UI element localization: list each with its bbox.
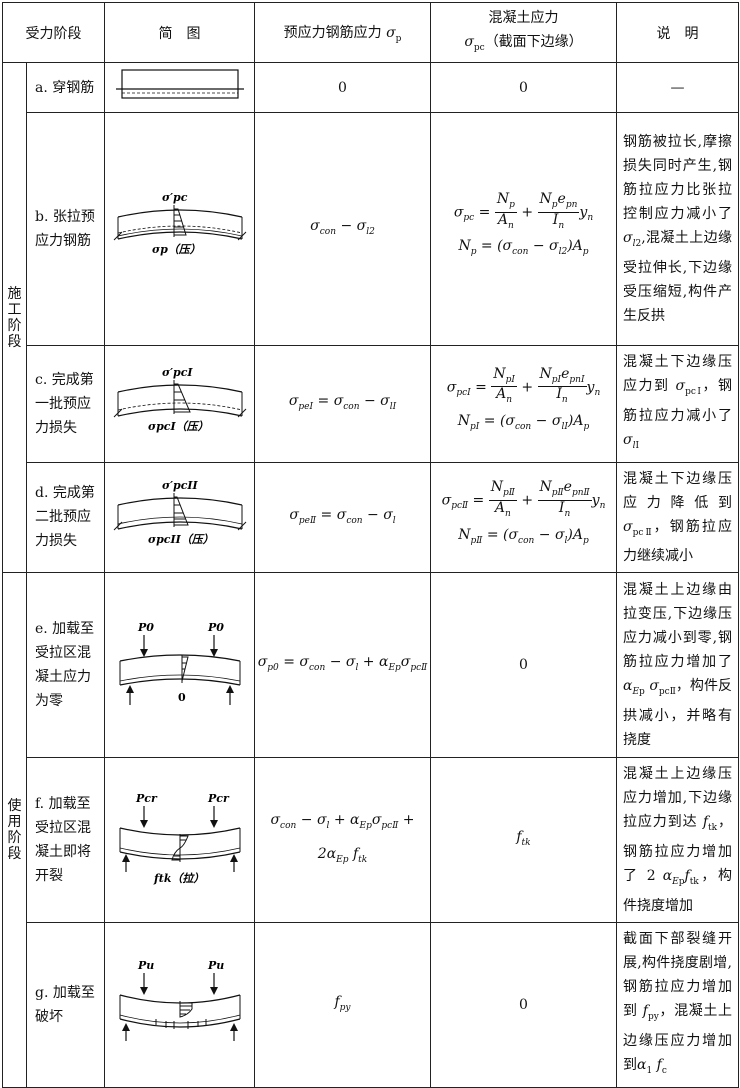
diagram-d: σ′pcII σpcII（压） [104, 461, 255, 574]
note-text: 混凝土下边缘压应力到 σpcⅠ，钢筋拉应力减小了 σlⅠ [616, 345, 739, 463]
table-row: b. 张拉预应力钢筋 σ′pc σp（压） σcon − σl2 σpc = N… [3, 112, 739, 346]
steel-stress-formula: σcon − σl2 [254, 112, 431, 346]
note-text: — [616, 62, 739, 113]
steel-stress-formula: fpy [254, 921, 431, 1088]
stage-label: a. 穿钢筋 [26, 62, 105, 113]
steel-stress-formula: σp0 = σcon − σl + αEpσpcⅡ [254, 572, 431, 759]
diagram-d-bottom-label: σpcII（压） [148, 533, 214, 546]
steel-stress-formula: σpeⅡ = σcon − σl [254, 461, 431, 574]
diagram-e: P0 P0 0 [104, 572, 255, 759]
diagram-d-top-label: σ′pcII [162, 479, 199, 492]
diagram-a [104, 62, 255, 113]
table-row: 使用阶段 e. 加载至受拉区混凝土应力为零 P0 P0 0 σp0 = σcon… [2, 572, 739, 1088]
table-row: 施工阶段 a. 穿钢筋 0 0 — [2, 61, 739, 574]
diagram-b: σ′pc σp（压） [104, 112, 255, 346]
diagram-c-bottom-label: σpcI（压） [148, 420, 209, 433]
diagram-e-zero: 0 [178, 691, 186, 704]
header-steel-stress: 预应力钢筋应力 σp [254, 2, 431, 63]
diagram-g-load-left: Pu [137, 959, 154, 972]
header-note: 说 明 [616, 2, 739, 63]
stage-label: c. 完成第一批预应力损失 [26, 345, 105, 463]
diagram-b-top-label: σ′pc [162, 191, 188, 204]
steel-stress-formula: σcon − σl + αEpσpcⅡ + 2αEp ftk [254, 757, 431, 923]
group-service: 使用阶段 [2, 572, 27, 1088]
note-text: 钢筋被拉长,摩擦损失同时产生,钢筋拉应力比张拉控制应力减小了 σl2,混凝土上边… [616, 112, 739, 346]
concrete-stress-formula: ftk [430, 757, 617, 923]
stage-label: g. 加载至破坏 [26, 921, 105, 1088]
group-construction: 施工阶段 [2, 61, 27, 574]
diagram-b-bottom-label: σp（压） [152, 243, 201, 256]
stage-label: b. 张拉预应力钢筋 [26, 112, 105, 346]
steel-stress-value: 0 [254, 62, 431, 113]
diagram-f-bottom-label: ftk（拉） [153, 872, 204, 885]
diagram-e-load-left: P0 [137, 621, 154, 634]
header-phase: 受力阶段 [2, 2, 105, 63]
diagram-e-load-right: P0 [207, 621, 224, 634]
diagram-g-load-right: Pu [207, 959, 224, 972]
table-row: g. 加载至破坏 Pu Pu fpy 0 截 [3, 921, 739, 1088]
diagram-f-load-left: Pcr [135, 792, 158, 805]
stage-label: e. 加载至受拉区混凝土应力为零 [26, 572, 105, 759]
table-row: d. 完成第二批预应力损失 σ′pcII σpcII（压） σpeⅡ = σco… [3, 461, 739, 574]
concrete-stress-value: 0 [430, 921, 617, 1088]
concrete-stress-value: 0 [430, 62, 617, 113]
diagram-f: Pcr Pcr ftk（拉） [104, 757, 255, 923]
stage-label: f. 加载至受拉区混凝土即将开裂 [26, 757, 105, 923]
table-row: c. 完成第一批预应力损失 σ′pcI σpcI（压） σpeⅠ = σcon … [3, 345, 739, 463]
diagram-f-load-right: Pcr [207, 792, 230, 805]
diagram-g: Pu Pu [104, 921, 255, 1088]
diagram-c-top-label: σ′pcI [162, 366, 193, 379]
steel-stress-formula: σpeⅠ = σcon − σlⅠ [254, 345, 431, 463]
table-row: f. 加载至受拉区混凝土即将开裂 Pcr Pcr ftk（拉） σcon − σ… [3, 757, 739, 923]
concrete-stress-value: 0 [430, 572, 617, 759]
note-text: 混凝土上边缘由拉变压,下边缘压应力减小到零,钢筋拉应力增加了 αEp σpcⅡ，… [616, 572, 739, 759]
stage-label: d. 完成第二批预应力损失 [26, 461, 105, 574]
note-text: 混凝土下边缘压应力降低到 σpcⅡ，钢筋拉应力继续减小 [616, 461, 739, 574]
note-text: 混凝土上边缘压应力增加,下边缘拉应力到达 ftk，钢筋拉应力增加了 2 αEpf… [616, 757, 739, 923]
note-text: 截面下部裂缝开展,构件挠度剧增,钢筋拉应力增加到 fpy，混凝土上边缘压应力增加… [616, 921, 739, 1088]
header-diagram: 简 图 [104, 2, 255, 63]
diagram-c: σ′pcI σpcI（压） [104, 345, 255, 463]
